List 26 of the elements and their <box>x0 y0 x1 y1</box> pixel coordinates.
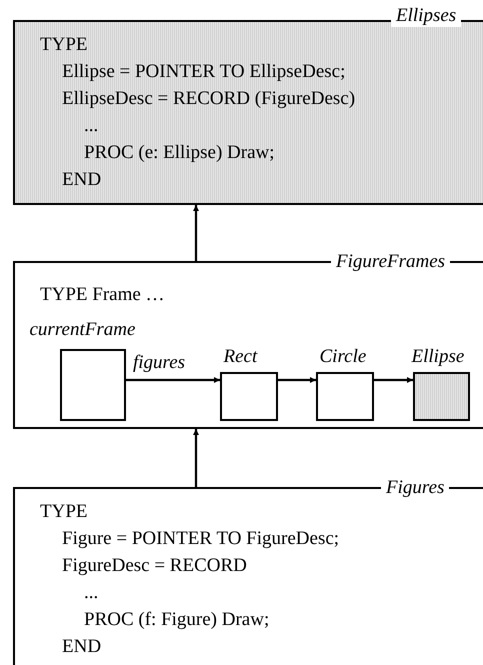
code-line: END <box>62 636 102 658</box>
variable-label: currentFrame <box>30 318 136 340</box>
code-line: PROC (f: Figure) Draw; <box>84 609 270 631</box>
arrow <box>374 377 413 383</box>
code-line: PROC (e: Ellipse) Draw; <box>84 142 275 164</box>
arrow <box>126 377 220 383</box>
code-line: FigureDesc = RECORD <box>62 555 247 577</box>
code-line: TYPE <box>40 34 88 56</box>
module-title: Figures <box>381 477 450 499</box>
variable-label: Rect <box>224 346 258 368</box>
code-line: EllipseDesc = RECORD (FigureDesc) <box>62 88 356 110</box>
arrow <box>278 377 316 383</box>
edge-label: figures <box>133 352 186 374</box>
variable-label: Ellipse <box>412 346 464 368</box>
code-line: ... <box>84 115 98 137</box>
code-line: Ellipse = POINTER TO EllipseDesc; <box>62 61 346 83</box>
arrow <box>193 429 199 487</box>
code-line: END <box>62 169 102 191</box>
module-title: Ellipses <box>391 5 462 27</box>
code-line: TYPE <box>40 501 88 523</box>
code-line: TYPE Frame … <box>40 284 165 306</box>
variable-label: Circle <box>320 346 366 368</box>
code-line: ... <box>84 582 98 604</box>
arrow <box>193 205 199 261</box>
module-title: FigureFrames <box>331 251 450 273</box>
code-line: Figure = POINTER TO FigureDesc; <box>62 528 340 550</box>
